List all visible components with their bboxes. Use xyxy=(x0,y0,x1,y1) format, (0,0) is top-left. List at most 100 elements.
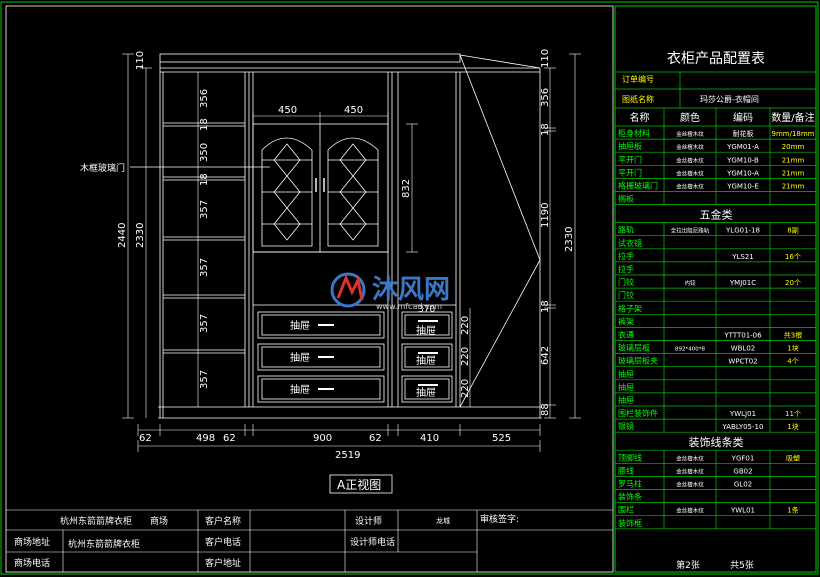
drawer-label: 抽屉 xyxy=(290,351,310,364)
table-cell: 4个 xyxy=(787,358,798,366)
dim-text: 2330 xyxy=(135,223,146,248)
table-cell: 拉手 xyxy=(618,251,634,261)
table-cell: YWLJ01 xyxy=(729,410,756,418)
svg-text:木框玻璃门: 木框玻璃门 xyxy=(80,162,125,174)
table-cell: GB02 xyxy=(733,467,752,475)
table-cell: 共3根 xyxy=(784,331,802,340)
table-cell: 柜身材料 xyxy=(618,128,650,138)
dimension-texts: 450 450 62 498 62 900 62 410 525 2519 24… xyxy=(117,49,575,461)
table-cell: 1块 xyxy=(787,344,798,353)
table-cell: 平开门 xyxy=(618,167,642,177)
table-cell: 拉手 xyxy=(618,264,634,274)
table-cell: 16个 xyxy=(785,253,801,261)
dim-text: 18 xyxy=(540,300,551,313)
table-cell: 21mm xyxy=(782,169,805,177)
svg-text:设计师电话: 设计师电话 xyxy=(350,536,395,548)
svg-text:客户地址: 客户地址 xyxy=(205,557,241,569)
dim-text: 370 xyxy=(418,305,435,315)
table-cell: 20mm xyxy=(782,143,805,151)
svg-text:商场电话: 商场电话 xyxy=(14,557,50,569)
svg-text:客户电话: 客户电话 xyxy=(205,536,241,548)
table-cell: 平开门 xyxy=(618,154,642,164)
table-cell: 门铰 xyxy=(618,290,634,300)
table-cell: 装饰条 xyxy=(618,492,642,502)
dim-text: 88 xyxy=(540,403,551,416)
dim-text: 642 xyxy=(540,346,551,365)
table-cell: 8副 xyxy=(787,226,798,235)
dim-text: 62 xyxy=(223,433,236,444)
table-cell: 金丝檀木纹 xyxy=(676,169,704,177)
drawer-pulls xyxy=(318,320,438,390)
table-cell: 罗马柱 xyxy=(618,479,642,489)
sheet-no: 第2张 xyxy=(676,559,700,571)
table-cell: 玻璃层板 xyxy=(618,343,650,353)
header-cell: 颜色 xyxy=(680,111,700,124)
order-no-label: 订单编号 xyxy=(622,74,654,84)
table-cell: 耐花板 xyxy=(733,129,754,138)
table-cell: 玻璃层板夹 xyxy=(618,356,658,366)
dim-text: 2440 xyxy=(117,223,128,248)
svg-text:设计师: 设计师 xyxy=(355,515,382,527)
drawer-label: 抽屉 xyxy=(290,383,310,396)
dim-text: 410 xyxy=(420,433,439,444)
drawing-name-value: 玛莎公爵-衣帽间 xyxy=(700,94,759,104)
table-cell: 衣通 xyxy=(618,330,634,340)
table-cell: 9mm/18mm xyxy=(772,130,815,138)
dim-text: 356 xyxy=(540,88,551,107)
svg-text:龙城: 龙城 xyxy=(436,516,450,525)
table-cell: 路轨 xyxy=(618,225,634,235)
header-cell: 数量/备注 xyxy=(771,111,814,124)
table-cell: 金丝檀木纹 xyxy=(676,130,704,138)
table-cell: 金丝檀木纹 xyxy=(676,467,704,475)
title-block-texts: 杭州东箭箭牌衣柜 商场 客户名称 设计师 龙城 审核签字: 商场地址 杭州东箭箭… xyxy=(14,513,519,569)
table-cell: YGM10-B xyxy=(726,156,759,164)
table-cell: 格栅玻璃门 xyxy=(618,181,658,191)
svg-text:审核签字:: 审核签字: xyxy=(480,513,519,525)
dim-text: 18 xyxy=(199,118,210,131)
table-cell: 抽屉板 xyxy=(618,141,642,151)
dim-text: 450 xyxy=(278,105,297,116)
table-cell: 搁板 xyxy=(618,194,634,204)
table-cell: YGM10-E xyxy=(726,183,759,191)
table-cell: 抽屉 xyxy=(618,395,634,405)
svg-text:沐风网: 沐风网 xyxy=(372,275,450,305)
svg-text:商场: 商场 xyxy=(150,515,168,527)
table-cell: 顶脚线 xyxy=(618,452,642,462)
dim-text: 1190 xyxy=(540,203,551,228)
table-cell: 抽屉 xyxy=(618,382,634,392)
svg-text:商场地址: 商场地址 xyxy=(14,536,50,548)
svg-text:A正视图: A正视图 xyxy=(337,477,381,492)
drawer-label: 抽屉 xyxy=(416,354,436,367)
table-cell: YLS21 xyxy=(731,253,754,261)
dim-text: 110 xyxy=(135,51,146,70)
table-cell: YGM01-A xyxy=(726,143,759,151)
wardrobe-front-view xyxy=(158,53,542,419)
spec-table: 衣柜产品配置表订单编号图纸名称玛莎公爵-衣帽间名称颜色编码数量/备注柜身材料金丝… xyxy=(615,51,816,571)
dim-text: 450 xyxy=(344,105,363,116)
table-cell: 11个 xyxy=(785,410,801,418)
table-cell: 金丝檀木纹 xyxy=(676,183,704,191)
table-cell: 金丝檀木纹 xyxy=(676,143,704,151)
dim-text: 357 xyxy=(199,370,210,389)
drawer-label: 抽屉 xyxy=(416,324,436,337)
dim-text: 62 xyxy=(369,433,382,444)
dim-text: 220 xyxy=(460,347,471,366)
dim-text: 357 xyxy=(199,314,210,333)
table-cell: YLG01-18 xyxy=(725,227,760,235)
table-cell: 金丝檀木纹 xyxy=(676,507,704,515)
drawer-label: 抽屉 xyxy=(416,386,436,399)
svg-text:杭州东箭箭牌衣柜: 杭州东箭箭牌衣柜 xyxy=(68,538,140,550)
table-cell: 892*400*8 xyxy=(675,347,705,353)
table-cell: 银镜 xyxy=(618,421,634,431)
drawing-name-label: 图纸名称 xyxy=(622,94,654,104)
table-cell: YABLY05-10 xyxy=(722,423,764,431)
table-cell: 1块 xyxy=(787,422,798,431)
table-cell: YTTT01-06 xyxy=(723,332,762,340)
table-cell: 裤架 xyxy=(618,316,634,326)
dim-text: 525 xyxy=(492,433,511,444)
table-cell: 全拉出阻尼路轨 xyxy=(671,227,710,235)
dim-text: 357 xyxy=(199,258,210,277)
table-cell: 21mm xyxy=(782,183,805,191)
